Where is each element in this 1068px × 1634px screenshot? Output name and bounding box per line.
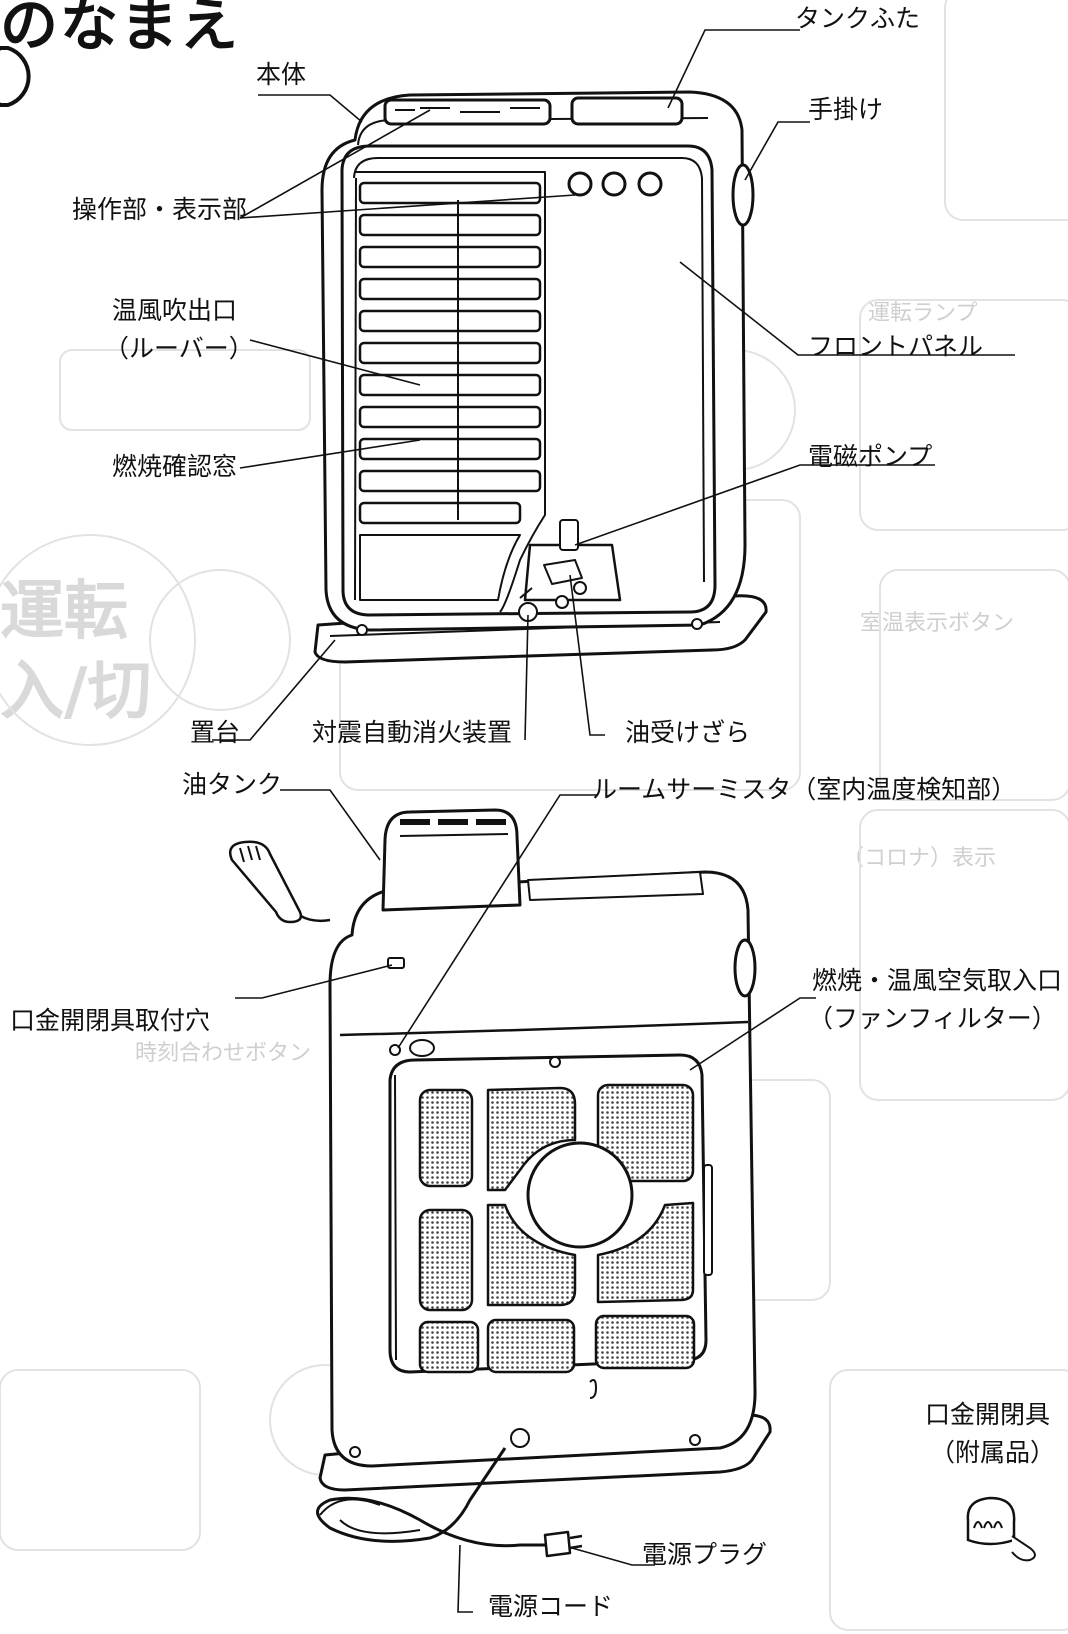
louver-slats (358, 181, 542, 525)
button-shape (637, 171, 663, 197)
label-stand: 置台 (190, 718, 241, 747)
power-plug-shape (543, 1530, 572, 1558)
faint-card-text: 室温表示ボタン (860, 611, 1015, 636)
button-shape (567, 171, 593, 197)
faint-big-text: 運転 (0, 575, 128, 649)
label-pump: 電磁ポンプ (808, 442, 933, 471)
title-marker (0, 46, 31, 107)
cap-tool-accessory (966, 1496, 1036, 1562)
page-title: のなまえ (0, 0, 241, 59)
cap-tool-in-hand (228, 840, 303, 924)
filter-grills (418, 1083, 696, 1374)
front-heater (313, 90, 768, 664)
leader-lines (212, 29, 1015, 1613)
label-vent-line2: （ルーバー） (104, 334, 254, 363)
faint-card-text: （コロナ）表示 (842, 846, 997, 871)
label-cord: 電源コード (488, 1592, 614, 1621)
faint-big-text: 入/切 (0, 655, 152, 729)
label-control-panel: 操作部・表示部 (72, 195, 248, 224)
label-accessory-line2: （附属品） (930, 1438, 1056, 1467)
label-intake-line2: （ファンフィルター） (808, 1004, 1057, 1033)
rear-top-box (527, 871, 704, 901)
fan-circle (526, 1141, 634, 1249)
power-cord-shape (316, 1447, 545, 1548)
label-vent-line1: 温風吹出口 (112, 296, 238, 325)
thermistor-shape (409, 1039, 435, 1057)
label-intake-line1: 燃焼・温風空気取入口 (812, 966, 1063, 995)
label-extinguisher: 対震自動消火装置 (312, 718, 513, 747)
label-front-panel: フロントパネル (808, 332, 984, 361)
label-thermistor: ルームサーミスタ（室内温度検知部） (592, 775, 1017, 804)
label-oil-tank: 油タンク (182, 770, 283, 799)
button-shape (601, 171, 627, 197)
label-tank-lid: タンクふた (795, 4, 921, 33)
faint-card-text: 時刻合わせボタン (135, 1041, 312, 1066)
label-handle: 手掛け (808, 95, 884, 124)
label-body: 本体 (256, 60, 307, 89)
label-cap-hole: 口金開閉具取付穴 (10, 1006, 211, 1035)
label-window: 燃焼確認窓 (112, 452, 238, 481)
tank-lid-shape (570, 96, 684, 126)
label-accessory-line1: 口金開閉具 (925, 1400, 1051, 1429)
handle-shape (731, 163, 755, 227)
label-drip-tray: 油受けざら (625, 718, 751, 747)
cap-hole-shape (387, 957, 405, 969)
label-plug: 電源プラグ (642, 1540, 768, 1569)
rear-heater (228, 808, 772, 1558)
faint-card-text: 運転ランプ (868, 301, 978, 326)
